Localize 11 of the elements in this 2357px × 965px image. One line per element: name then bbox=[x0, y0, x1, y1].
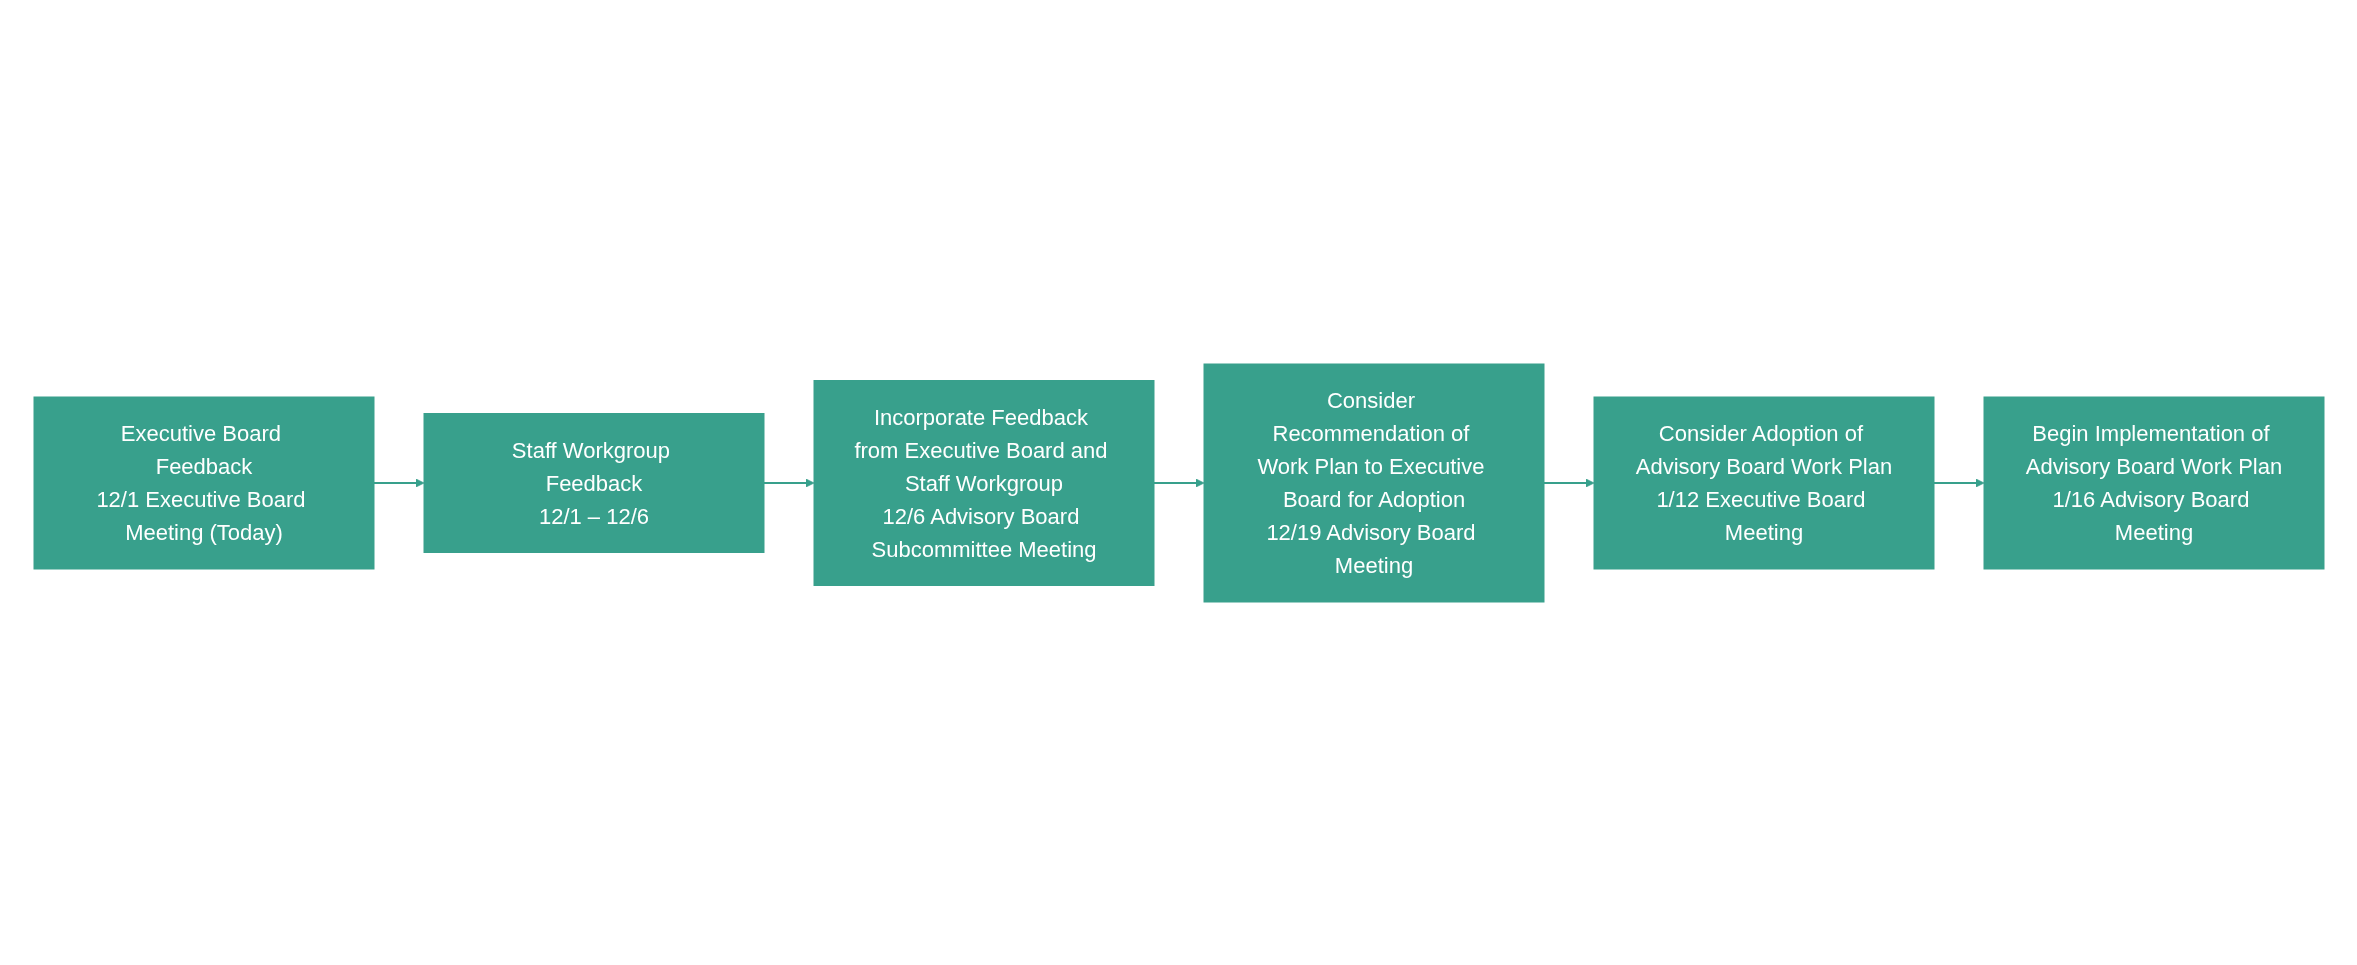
node-box: Begin Implementation of Advisory Board Work Plan 1/16 Advisory Board Meeting bbox=[1983, 396, 2324, 569]
arrow bbox=[1932, 478, 1984, 487]
arrow bbox=[1542, 478, 1594, 487]
arrow bbox=[762, 478, 814, 487]
arrow bbox=[372, 478, 424, 487]
node-box: Executive Board Feedback 12/1 Executive Board Meeting (Today) bbox=[33, 396, 374, 569]
node-box: Consider Adoption of Advisory Board Work Plan 1/12 Executive Board Meeting bbox=[1593, 396, 1934, 569]
node-box: Consider Recommendation of Work Plan to Executive Board for Adoption 12/19 Advisory Board Meeting bbox=[1203, 363, 1544, 602]
node-box: Incorporate Feedback from Executive Board and Staff Workgroup 12/6 Advisory Board Subcommittee Meeting bbox=[813, 379, 1154, 586]
node-box: Staff Workgroup Feedback 12/1 – 12/6 bbox=[423, 412, 764, 553]
arrow bbox=[1152, 478, 1204, 487]
